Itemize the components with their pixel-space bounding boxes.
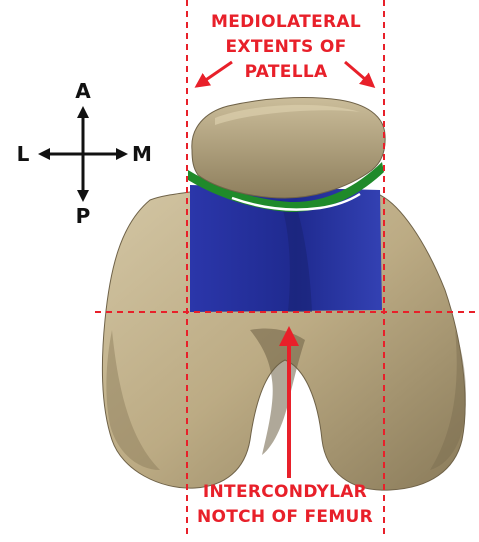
mediolateral-label-line3: PATELLA	[196, 61, 376, 84]
notch-label-line1: INTERCONDYLAR	[190, 481, 380, 504]
compass-posterior-label: P	[73, 205, 93, 228]
compass-anterior-label: A	[73, 80, 93, 103]
mediolateral-label-line2: EXTENTS OF	[196, 36, 376, 59]
mediolateral-label-line1: MEDIOLATERAL	[196, 11, 376, 34]
notch-label-line2: NOTCH OF FEMUR	[190, 506, 380, 529]
compass-lateral-label: L	[13, 143, 33, 166]
orientation-compass	[38, 106, 128, 202]
compass-medial-label: M	[130, 143, 154, 166]
